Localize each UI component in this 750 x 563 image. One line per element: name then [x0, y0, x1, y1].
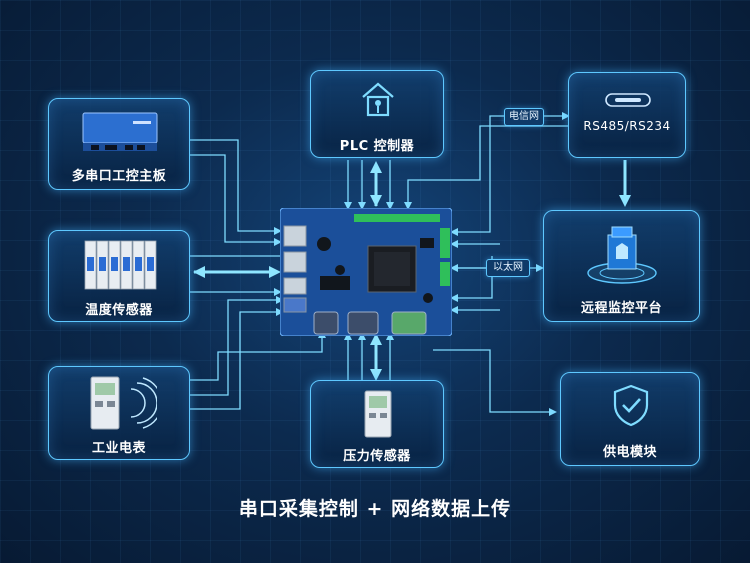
page-title: 串口采集控制 + 网络数据上传	[238, 498, 512, 520]
wire-rs-2	[404, 125, 568, 210]
temp-label: 温度传感器	[85, 303, 153, 318]
temp-node: 温度传感器	[48, 230, 190, 322]
plc-label: PLC 控制器	[339, 139, 415, 154]
power-node: 供电模块	[560, 372, 700, 466]
power-label: 供电模块	[602, 445, 657, 460]
wire-meter-2	[190, 308, 284, 410]
plc-node: PLC 控制器	[310, 70, 444, 158]
serial-port-icon	[605, 93, 651, 107]
telecom-tag: 电信网	[504, 108, 544, 126]
home-signal-icon	[362, 82, 394, 117]
meter-label: 工业电表	[91, 441, 146, 456]
pressure-label: 压力传感器	[343, 449, 411, 464]
wire-bottom-2	[433, 349, 557, 416]
rs-node: RS485/RS234	[568, 72, 686, 158]
ethernet-tag: 以太网	[486, 259, 530, 277]
board-label: 多串口工控主板	[71, 169, 167, 184]
wire-bottom-1	[190, 330, 326, 381]
wire-rs-1	[489, 112, 570, 198]
remote-node: 远程监控平台	[543, 210, 700, 322]
pressure-node: 压力传感器	[310, 380, 444, 468]
wire-board-1	[190, 139, 282, 235]
breaker-module-icon	[84, 240, 157, 290]
router-device-icon	[82, 112, 158, 151]
wire-right-1	[450, 198, 491, 236]
meter-node: 工业电表	[48, 366, 190, 460]
mainboard-image	[280, 208, 452, 336]
rs-label: RS485/RS234	[583, 119, 671, 133]
wire-meter-1	[190, 296, 284, 396]
pressure-device-icon	[364, 390, 392, 438]
board-node: 多串口工控主板	[48, 98, 190, 190]
cloud-platform-icon	[587, 226, 657, 284]
shield-check-icon	[613, 384, 649, 427]
wire-board-2	[190, 154, 282, 246]
meter-device-icon	[90, 376, 157, 430]
remote-label: 远程监控平台	[580, 301, 662, 316]
